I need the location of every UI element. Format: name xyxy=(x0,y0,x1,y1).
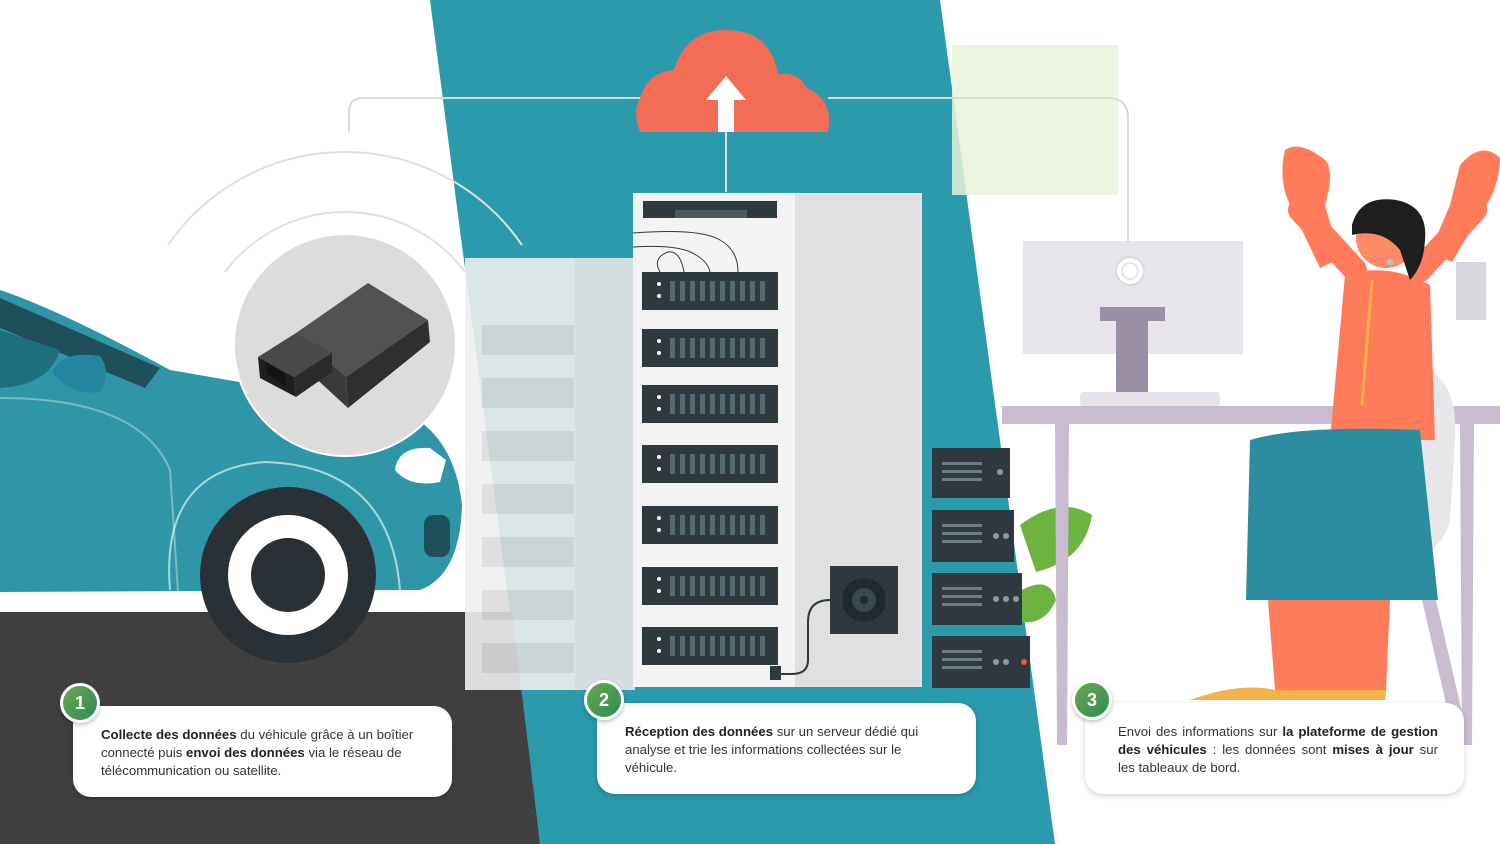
step-text-bold: mises à jour xyxy=(1332,742,1414,757)
server-unit xyxy=(642,329,778,367)
connection-lines xyxy=(348,97,1129,258)
step-text-bold: Réception des données xyxy=(625,724,774,739)
step-number-badge: 1 xyxy=(60,683,100,723)
person xyxy=(1190,146,1500,712)
step-text-bold: Collecte des données xyxy=(101,727,237,742)
server-unit xyxy=(642,506,778,544)
server-unit xyxy=(642,385,778,423)
step-description: Réception des données sur un serveur déd… xyxy=(625,723,950,777)
step-text: du véhicule grâce à un boîtier connecté … xyxy=(101,727,414,760)
background-rack xyxy=(465,258,635,690)
car xyxy=(0,290,462,663)
cloud-upload-icon xyxy=(636,30,830,132)
server-stack xyxy=(932,448,1030,688)
step-number-badge: 2 xyxy=(584,680,624,720)
server-rack xyxy=(632,193,922,687)
step-number-badge: 3 xyxy=(1072,680,1112,720)
step-card: Envoi des informations sur la plateforme… xyxy=(1085,703,1464,794)
step-text-bold: la plateforme de gestion des véhicules xyxy=(1118,724,1438,757)
step-text: Envoi des informations sur xyxy=(1118,724,1283,739)
step-card: Réception des données sur un serveur déd… xyxy=(597,703,976,794)
server-unit xyxy=(642,627,778,665)
wall-note xyxy=(952,45,1118,195)
server-unit xyxy=(642,567,778,605)
step-text: sur les tableaux de bord. xyxy=(1118,742,1439,775)
step-description: Collecte des données du véhicule grâce à… xyxy=(101,726,426,780)
step-text: : les données sont xyxy=(1206,742,1333,757)
cooling-fan xyxy=(770,566,898,680)
step-card: Collecte des données du véhicule grâce à… xyxy=(73,706,452,797)
server-unit xyxy=(642,272,778,310)
workstation xyxy=(1002,241,1500,745)
step-text: via le réseau de télécommunication ou sa… xyxy=(101,745,402,778)
wifi-signal-icon xyxy=(167,151,523,273)
step-description: Envoi des informations sur la plateforme… xyxy=(1118,723,1438,777)
server-unit xyxy=(642,445,778,483)
obd-dongle-icon xyxy=(233,233,457,457)
step-text-bold: envoi des données xyxy=(186,745,305,760)
step-text: sur un serveur dédié qui analyse et trie… xyxy=(625,724,919,775)
